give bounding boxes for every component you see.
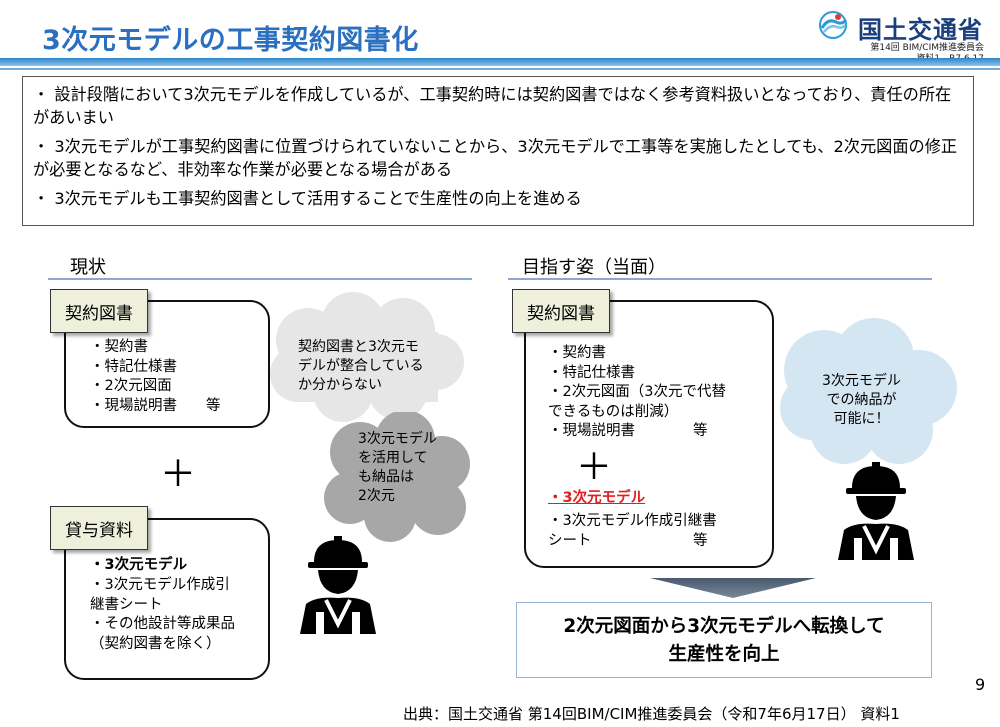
goal-cloud-text: 3次元モデル での納品が 可能に！ [822, 373, 901, 427]
result-line-1: 2次元図面から3次元モデルへ転換して [563, 616, 885, 637]
current-contract-items: ・契約書 ・特記仕様書 ・2次元図面 ・現場説明書 等 [90, 339, 221, 414]
concern-cloud-2-icon [324, 412, 470, 542]
meeting-reference-line1: 第14回 BIM/CIM推進委員会 [870, 43, 984, 53]
current-contract-tab: 契約図書 [50, 289, 148, 333]
target-model-item: ・3次元モデル [548, 490, 646, 506]
current-heading: 現状 [70, 257, 106, 278]
target-heading-rule [508, 278, 932, 280]
concern-cloud-icon [270, 292, 464, 422]
target-contract-box [524, 300, 774, 568]
target-heading: 目指す姿（当面） [522, 257, 666, 278]
target-extra-items: ・3次元モデル作成引継書 シート 等 [548, 513, 717, 549]
target-plus-icon: ＋ [576, 447, 613, 488]
down-arrow-icon [650, 578, 816, 598]
mlit-logo-text: 国土交通省 [858, 16, 983, 44]
current-loan-items: ・3次元モデル作成引 継書シート ・その他設計等成果品 （契約図書を除く） [90, 577, 235, 652]
current-plus-icon: ＋ [160, 454, 197, 495]
worker-2-icon [838, 462, 914, 560]
current-loan-first-item: ・3次元モデル [90, 557, 188, 573]
current-loan-box [64, 518, 270, 680]
page-title: 3次元モデルの工事契約図書化 [42, 25, 419, 56]
target-contract-tab: 契約図書 [512, 289, 610, 333]
summary-bullet-1: ・ 設計段階において3次元モデルを作成しているが、工事契約時には契約図書ではなく… [33, 85, 952, 127]
concern-cloud-2-text: 3次元モデル を活用して も納品は 2次元 [358, 431, 437, 504]
header-band [0, 58, 1000, 66]
current-heading-rule [48, 278, 472, 280]
header-rule [0, 68, 1000, 70]
worker-icon [300, 536, 376, 634]
current-loan-tab: 貸与資料 [50, 506, 148, 550]
summary-box: ・ 設計段階において3次元モデルを作成しているが、工事契約時には契約図書ではなく… [22, 76, 974, 226]
summary-bullet-2: ・ 3次元モデルが工事契約図書に位置づけられていないことから、3次元モデルで工事… [33, 137, 958, 179]
summary-bullet-3: ・ 3次元モデルも工事契約図書として活用することで生産性の向上を進める [33, 189, 582, 208]
result-box: 2次元図面から3次元モデルへ転換して 生産性を向上 [516, 602, 932, 678]
source-citation: 出典：国土交通省 第14回BIM/CIM推進委員会（令和7年6月17日） 資料1 [403, 705, 900, 723]
goal-cloud-icon [780, 318, 957, 464]
page-number: 9 [975, 675, 986, 694]
mlit-logo-icon [819, 11, 848, 39]
target-contract-items: ・契約書 ・特記仕様書 ・2次元図面（3次元で代替 できるものは削減） ・現場説… [548, 345, 726, 439]
result-line-2: 生産性を向上 [668, 644, 780, 665]
concern-cloud-text: 契約図書と3次元モ デルが整合している か分からない [298, 339, 424, 393]
